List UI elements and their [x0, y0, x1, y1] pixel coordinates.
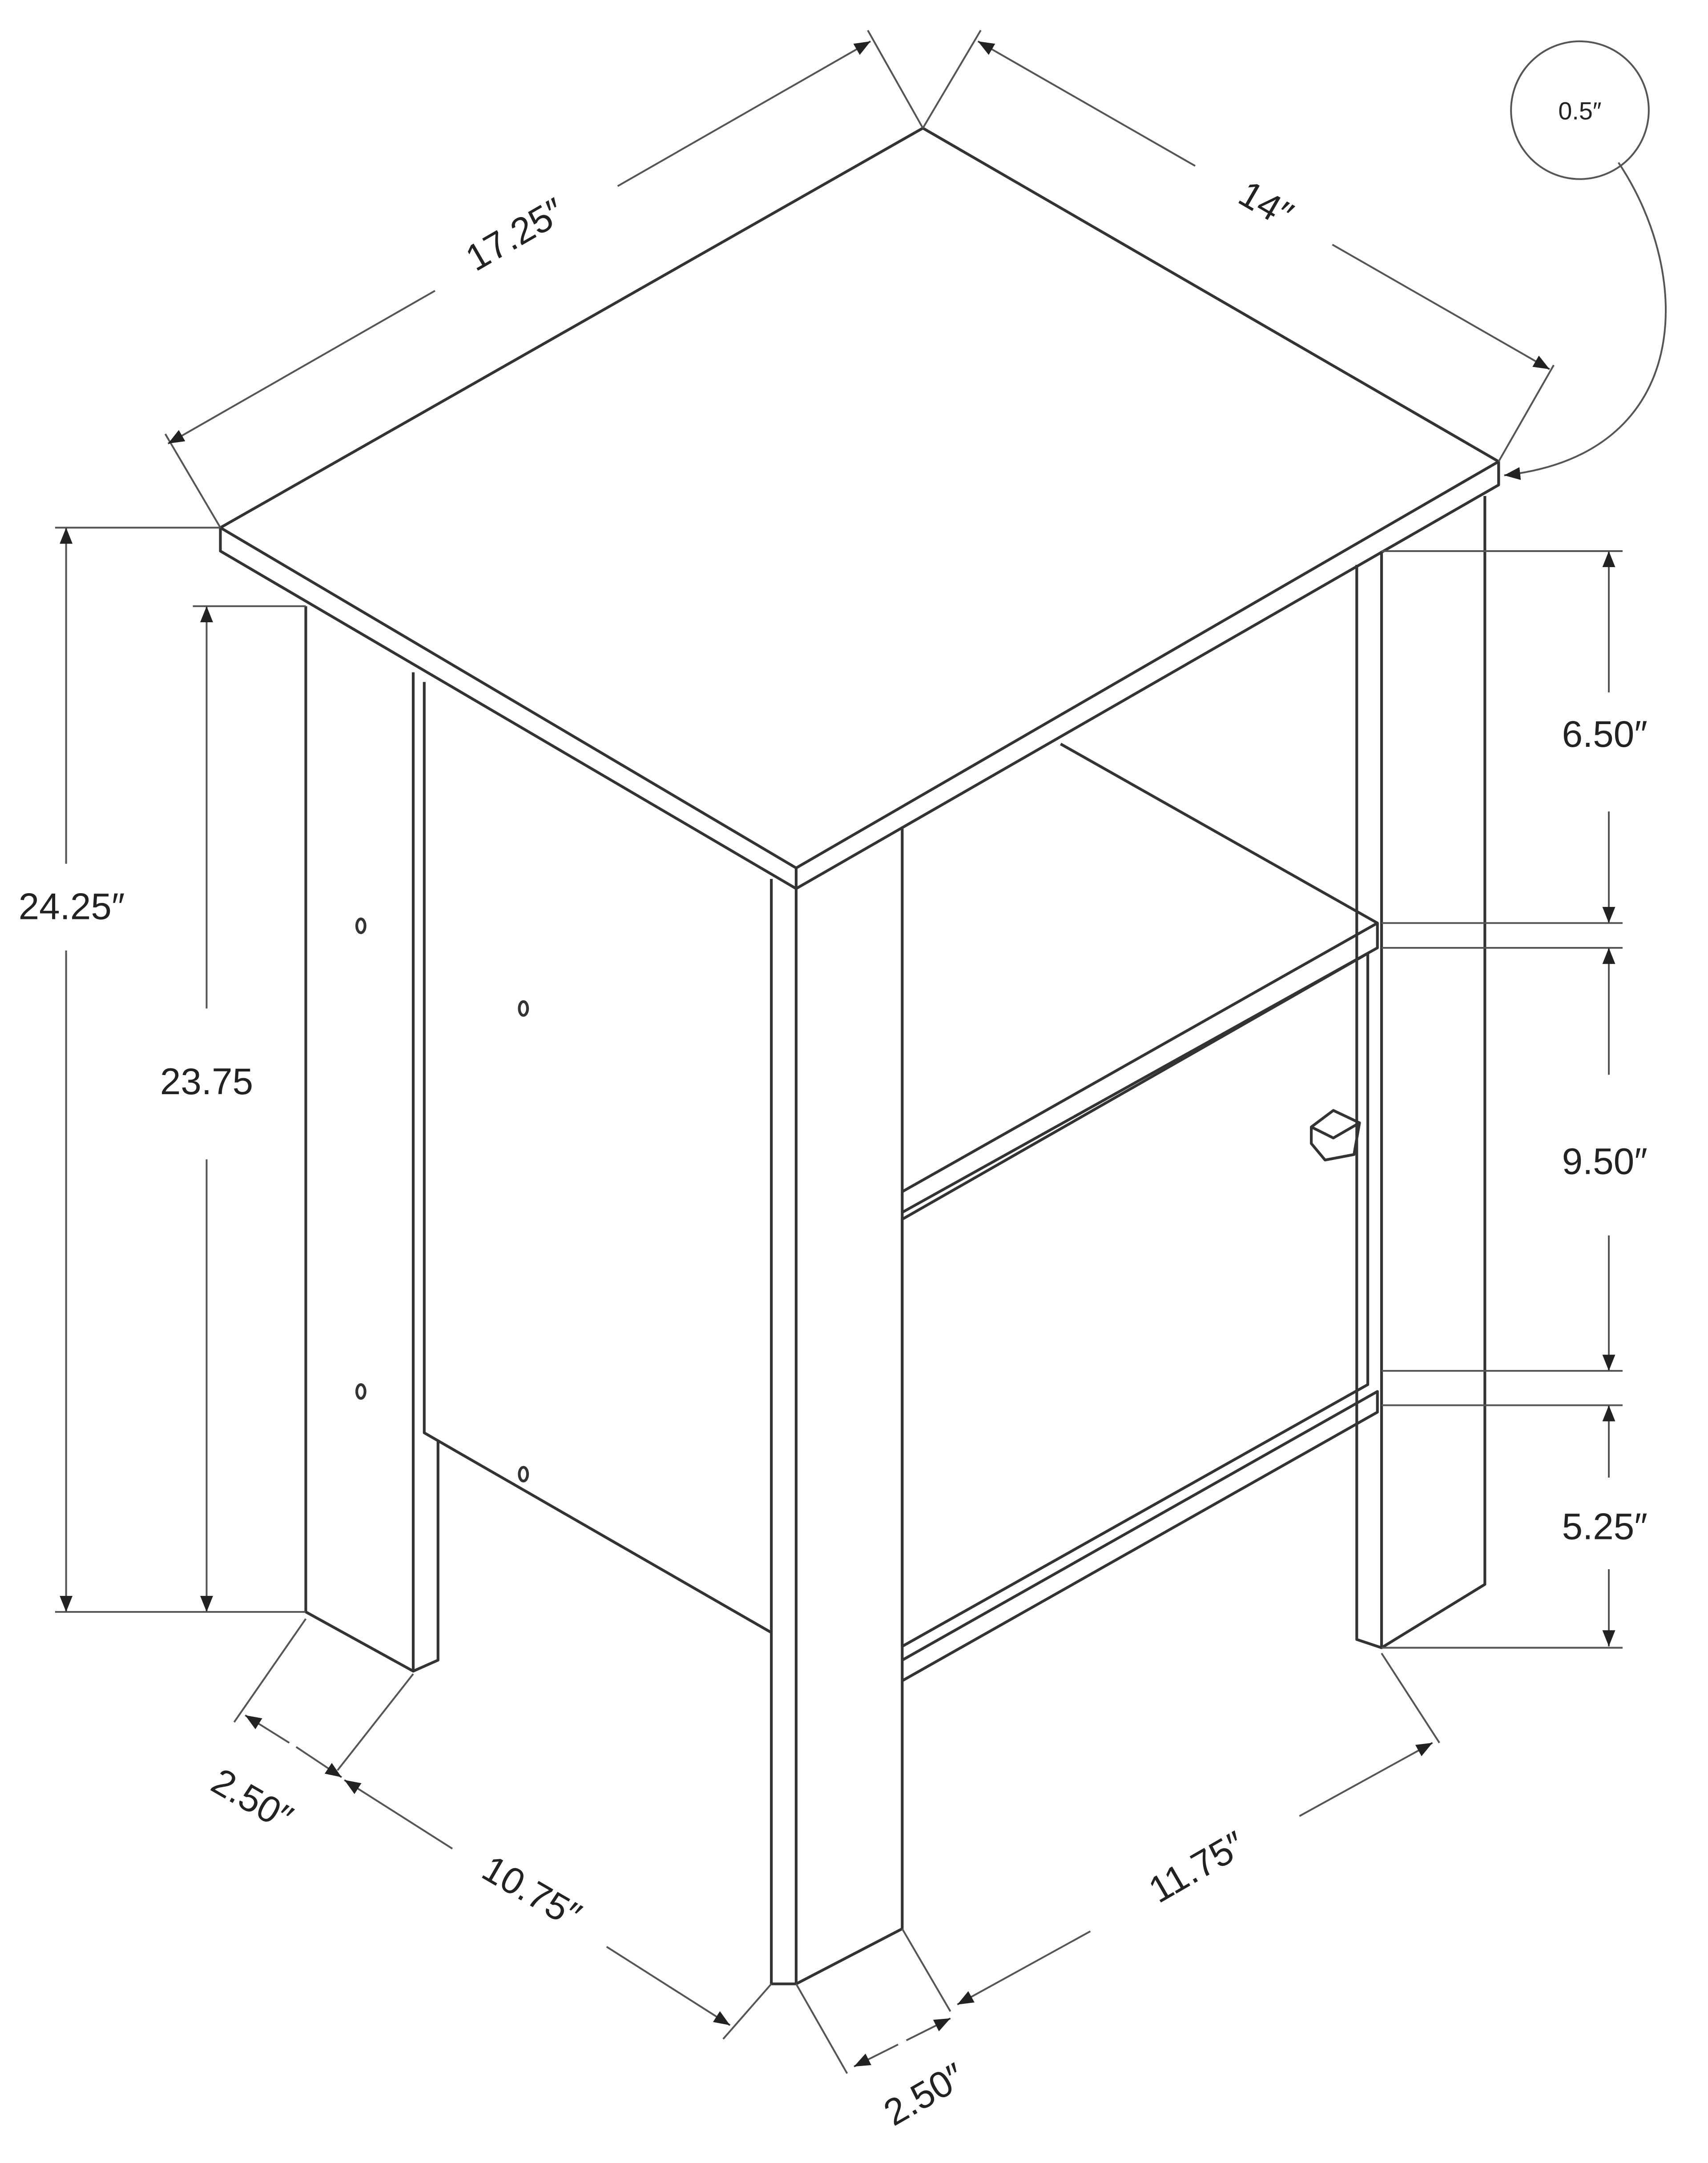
- extension-line: [1381, 1652, 1440, 1744]
- shelf-back-edge: [1059, 742, 1378, 924]
- dimension-front-span: [1299, 1742, 1433, 1817]
- label-leg-height: 23.75: [160, 1060, 253, 1102]
- shelf-front: [901, 922, 1379, 1214]
- label-side-span: 10.75″: [475, 1847, 588, 1937]
- right-leg-front: [1381, 496, 1486, 1649]
- dimension-front-span: [957, 1930, 1091, 2006]
- door-knob-icon: [1310, 1109, 1361, 1162]
- label-leg-width-left: 2.50″: [205, 1760, 300, 1839]
- cabinet-door: [901, 952, 1370, 1648]
- side-panel: [423, 682, 772, 1634]
- extension-line: [1498, 364, 1555, 462]
- label-door-height: 9.50″: [1562, 1140, 1648, 1182]
- extension-line: [337, 1673, 414, 1771]
- dimension-top-width: [167, 290, 435, 445]
- label-open-shelf-height: 6.50″: [1562, 713, 1648, 755]
- extension-line: [922, 30, 982, 129]
- back-left-leg-inner: [412, 1439, 439, 1673]
- extension-line: [867, 30, 924, 129]
- label-top-depth: 14″: [1232, 172, 1300, 236]
- label-top-thickness: 0.5″: [1558, 97, 1601, 125]
- dimension-leg-width-left: [295, 1746, 342, 1778]
- right-leg: [1355, 551, 1383, 1649]
- dimension-top-width: [617, 40, 871, 187]
- extension-line: [901, 1928, 951, 2012]
- bottom-rail: [901, 1390, 1379, 1682]
- nightstand-drawing: [219, 126, 1500, 1986]
- dimension-side-span: [344, 1779, 453, 1849]
- back-left-leg: [304, 606, 415, 1673]
- label-top-width: 17.25″: [459, 189, 572, 279]
- extension-line: [233, 1618, 307, 1723]
- front-left-leg: [770, 879, 798, 1986]
- thickness-callout-arrow: [1504, 162, 1667, 480]
- dimension-side-span: [606, 1946, 731, 2026]
- dimension-leg-width-front: [906, 2017, 951, 2042]
- label-bottom-clearance: 5.25″: [1562, 1505, 1648, 1547]
- extension-line: [722, 1983, 772, 2040]
- label-front-span: 11.75″: [1142, 1823, 1252, 1911]
- label-overall-height: 24.25″: [19, 885, 125, 927]
- thickness-callout-circle: [1510, 40, 1650, 180]
- dimension-top-depth: [1332, 244, 1550, 370]
- dimension-top-depth: [977, 40, 1196, 167]
- extension-line: [164, 433, 222, 528]
- dimension-leg-width-left: [245, 1714, 290, 1744]
- dimension-lines: [55, 30, 1623, 2074]
- label-leg-width-front: 2.50″: [877, 2055, 972, 2134]
- screw-holes: [355, 917, 529, 1482]
- dimension-leg-width-front: [854, 2043, 898, 2067]
- extension-line: [795, 1983, 848, 2074]
- front-left-leg-front: [795, 826, 904, 1986]
